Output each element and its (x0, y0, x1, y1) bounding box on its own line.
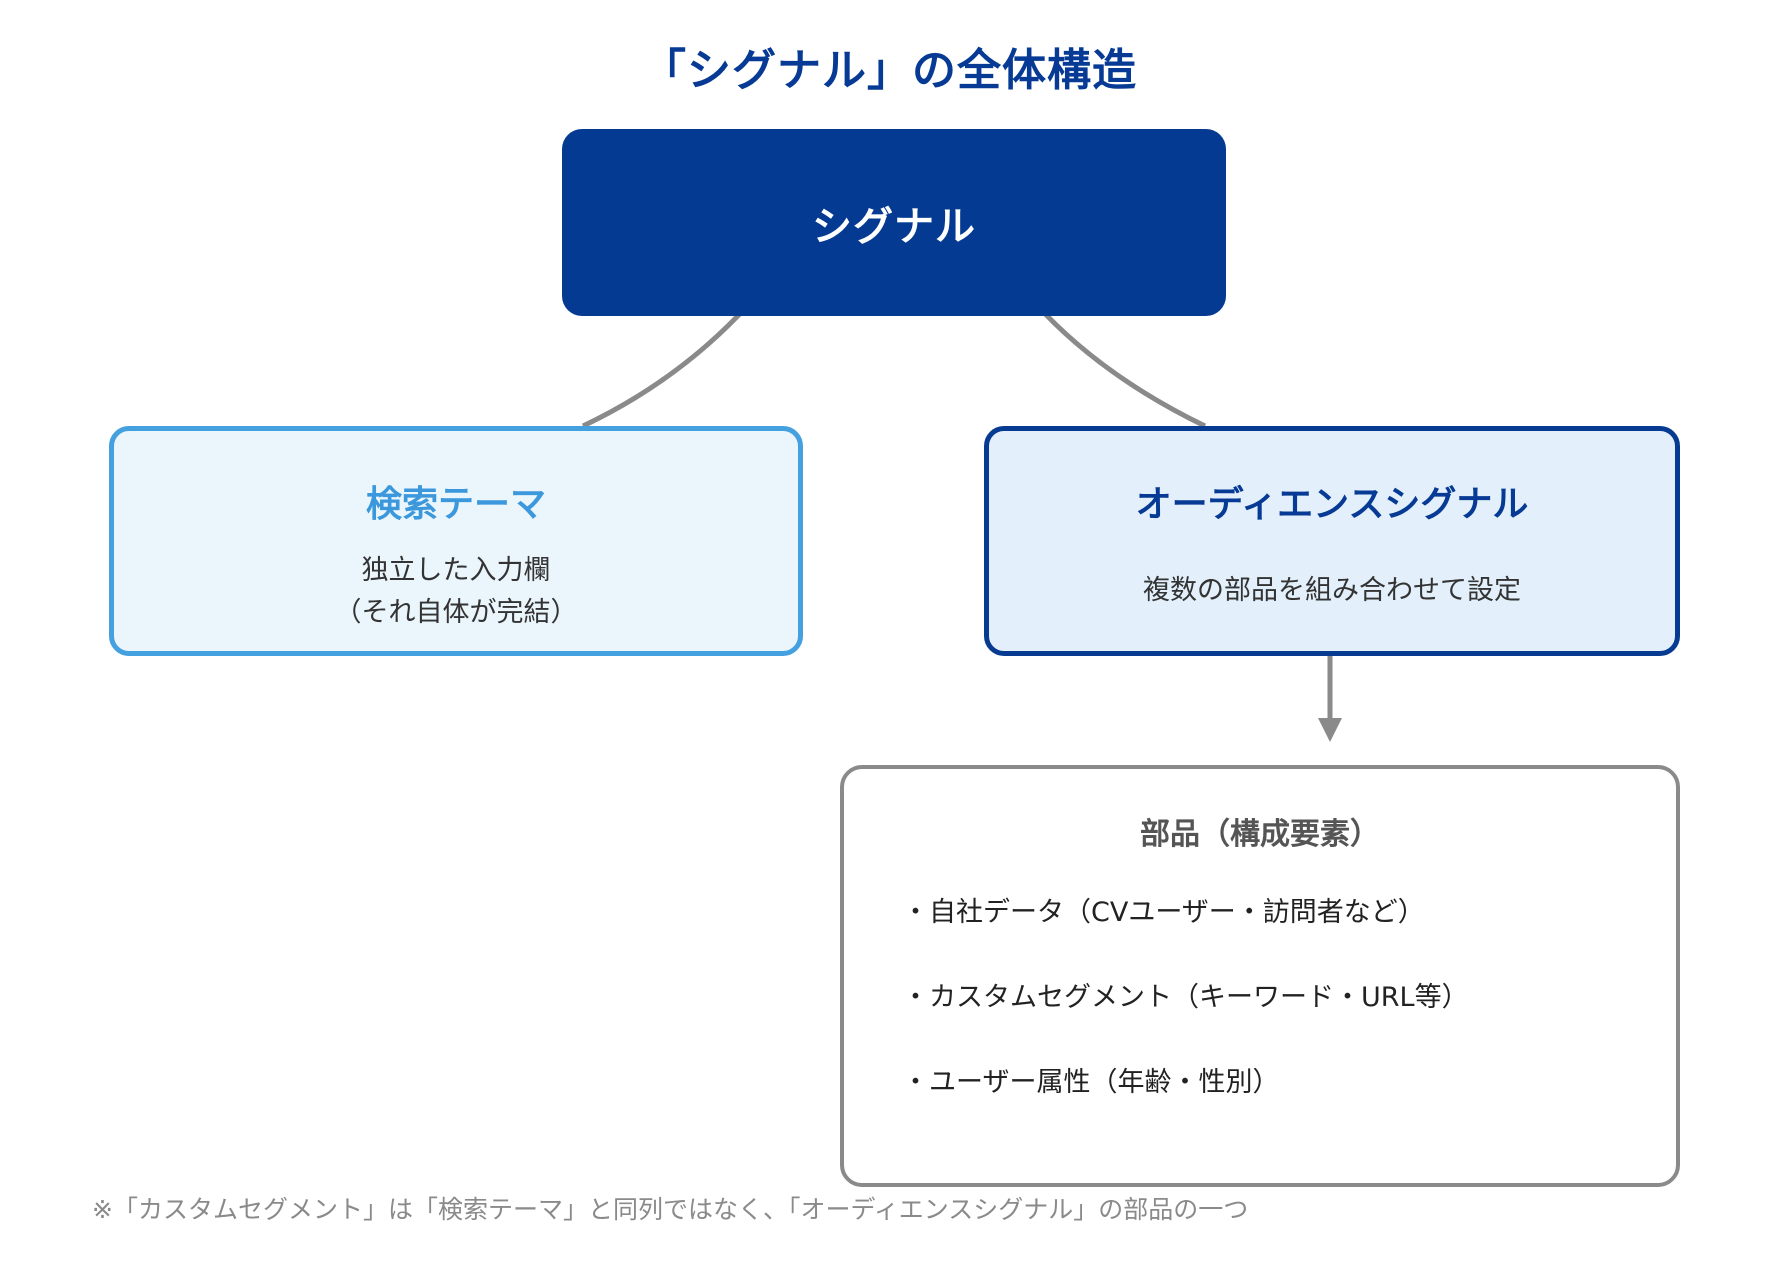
parts-list-item: ・ユーザー属性（年齢・性別） (902, 1067, 1280, 1098)
root-node-signal: シグナル (562, 129, 1226, 316)
node-audience-signal-desc: 複数の部品を組み合わせて設定 (1143, 575, 1521, 606)
node-audience-signal: オーディエンスシグナル 複数の部品を組み合わせて設定 (984, 426, 1680, 656)
node-parts: 部品（構成要素） ・自社データ（CVユーザー・訪問者など） ・カスタムセグメント… (840, 765, 1680, 1187)
node-search-theme-desc-line1: 独立した入力欄 (361, 555, 551, 586)
parts-list-item: ・カスタムセグメント（キーワード・URL等） (902, 982, 1469, 1013)
node-search-theme-title: 検索テーマ (365, 484, 546, 525)
connector-root-to-right (1033, 301, 1207, 429)
node-search-theme-desc: 独立した入力欄 （それ自体が完結） (114, 550, 798, 634)
footnote: ※「カスタムセグメント」は「検索テーマ」と同列ではなく、「オーディエンスシグナル… (92, 1195, 1249, 1224)
node-search-theme-desc-line2: （それ自体が完結） (334, 597, 578, 628)
node-search-theme: 検索テーマ 独立した入力欄 （それ自体が完結） (109, 426, 803, 656)
node-audience-signal-title: オーディエンスシグナル (1135, 484, 1529, 525)
arrowhead-icon (1318, 718, 1342, 742)
connector-root-to-left (581, 301, 752, 429)
diagram-title: 「シグナル」の全体構造 (642, 45, 1137, 96)
node-parts-title: 部品（構成要素） (1140, 817, 1380, 852)
parts-list-item: ・自社データ（CVユーザー・訪問者など） (902, 897, 1425, 928)
root-node-label: シグナル (812, 203, 976, 250)
